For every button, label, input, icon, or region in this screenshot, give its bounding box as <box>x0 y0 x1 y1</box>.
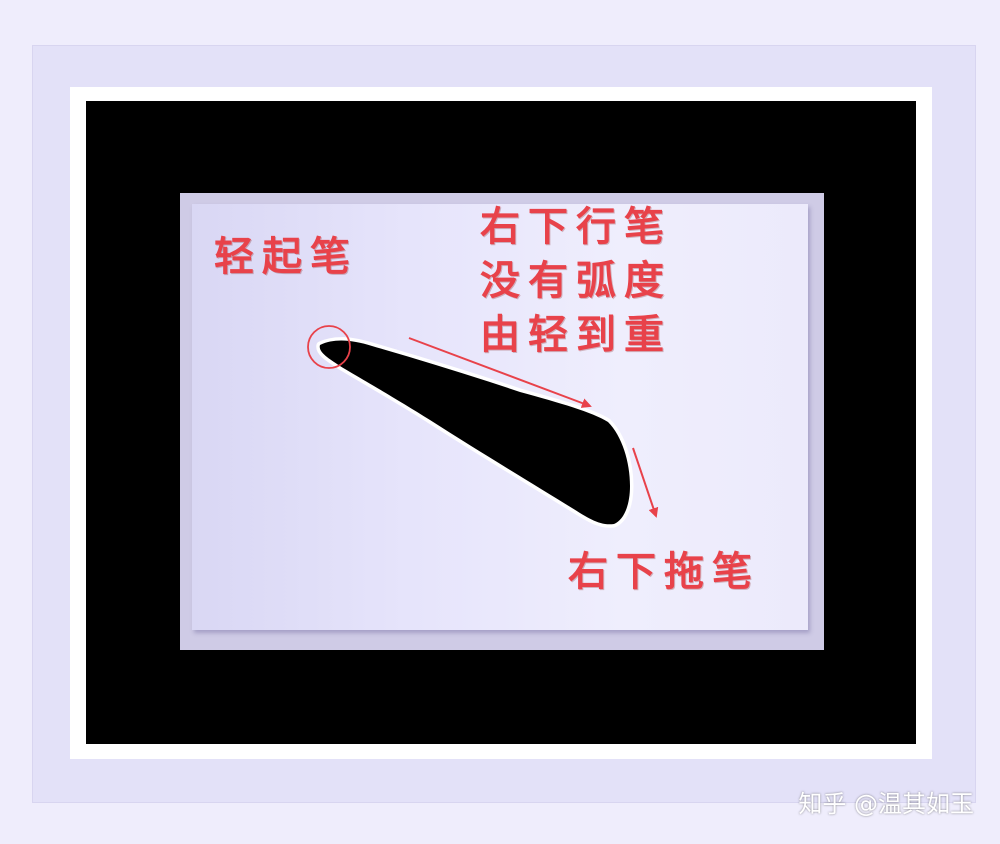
arrow-down-icon <box>632 447 659 518</box>
arrow-right-down-icon <box>408 337 592 408</box>
label-line-1: 右下行笔 <box>480 203 672 250</box>
label-line-2: 没有弧度 <box>480 257 672 304</box>
label-drag-end: 右下拖笔 <box>568 548 760 595</box>
watermark: 知乎 @温其如玉 <box>798 790 974 818</box>
circle-marker-icon <box>307 325 351 369</box>
label-line-3: 由轻到重 <box>480 311 672 358</box>
brush-stroke <box>319 340 630 525</box>
label-light-start: 轻起笔 <box>214 233 358 280</box>
label-description: 右下行笔 没有弧度 由轻到重 <box>480 200 672 362</box>
